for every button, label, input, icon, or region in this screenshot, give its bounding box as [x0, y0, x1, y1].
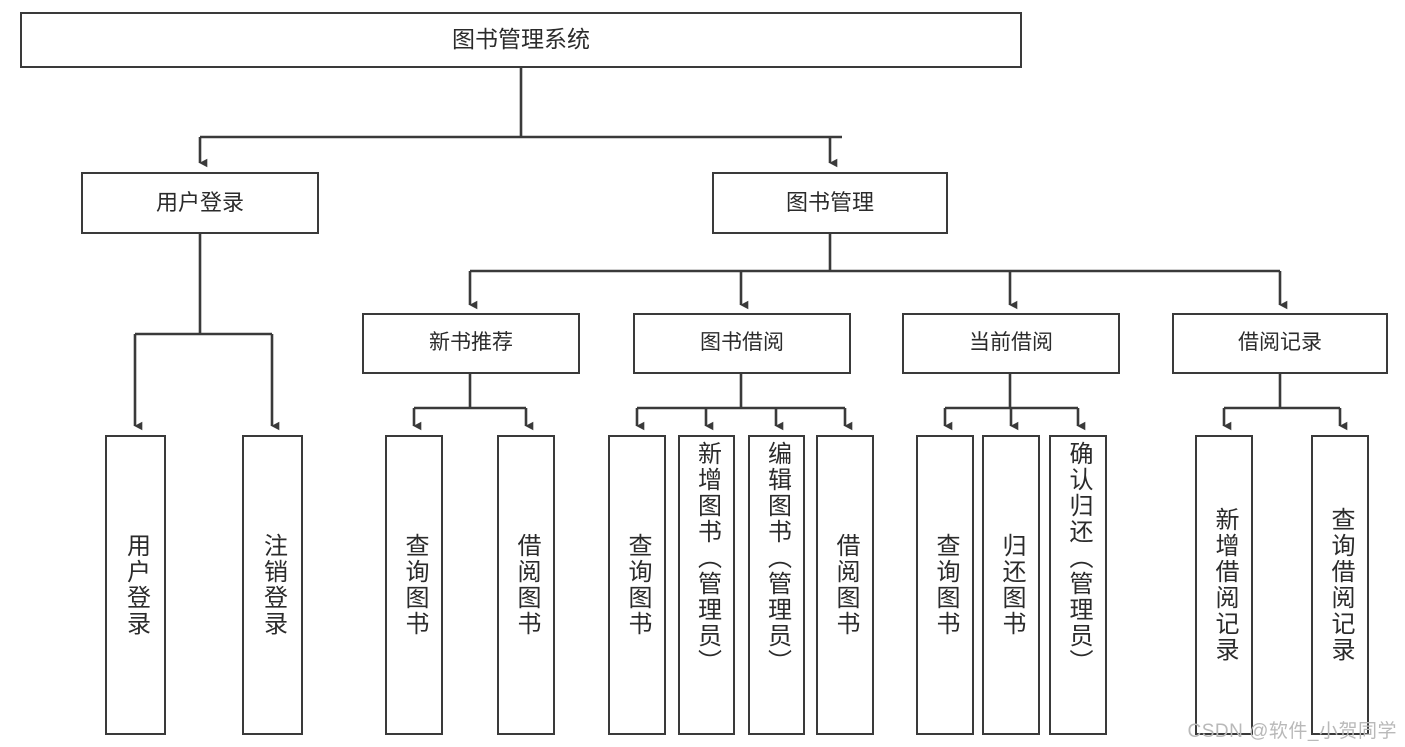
leaf-user-login-signin[interactable]: 用户登录 — [105, 435, 166, 735]
leaf-label-borrow-add-book: 新增图书（管理员） — [693, 441, 721, 675]
node-label-book-management: 图书管理 — [785, 190, 874, 216]
leaf-current-query-book[interactable]: 查询图书 — [916, 435, 974, 735]
leaf-label-recommend-borrow-book: 借阅图书 — [513, 533, 540, 637]
leaf-label-current-query-book: 查询图书 — [932, 533, 959, 637]
node-label-root: 图书管理系统 — [452, 26, 590, 53]
node-new-book-recommend[interactable]: 新书推荐 — [362, 313, 580, 374]
node-user-login[interactable]: 用户登录 — [81, 172, 319, 234]
node-borrow-record[interactable]: 借阅记录 — [1172, 313, 1388, 374]
leaf-borrow-borrow-book[interactable]: 借阅图书 — [816, 435, 874, 735]
leaf-borrow-edit-book[interactable]: 编辑图书（管理员） — [748, 435, 805, 735]
leaf-current-confirm-return[interactable]: 确认归还（管理员） — [1049, 435, 1107, 735]
node-label-book-borrow: 图书借阅 — [700, 331, 784, 355]
leaf-label-recommend-query-book: 查询图书 — [401, 533, 428, 637]
node-root-system[interactable]: 图书管理系统 — [20, 12, 1022, 68]
leaf-label-borrow-query-book: 查询图书 — [624, 533, 651, 637]
node-label-new-book-recommend: 新书推荐 — [429, 331, 513, 355]
node-book-borrow[interactable]: 图书借阅 — [633, 313, 851, 374]
leaf-recommend-query-book[interactable]: 查询图书 — [385, 435, 443, 735]
leaf-label-borrow-edit-book: 编辑图书（管理员） — [763, 441, 791, 675]
leaf-label-signin: 用户登录 — [122, 533, 150, 637]
leaf-borrow-query-book[interactable]: 查询图书 — [608, 435, 666, 735]
leaf-label-record-add-record: 新增借阅记录 — [1211, 507, 1238, 663]
leaf-recommend-borrow-book[interactable]: 借阅图书 — [497, 435, 555, 735]
leaf-current-return-book[interactable]: 归还图书 — [982, 435, 1040, 735]
leaf-label-signout: 注销登录 — [259, 533, 287, 637]
node-book-management[interactable]: 图书管理 — [712, 172, 948, 234]
leaf-record-query-record[interactable]: 查询借阅记录 — [1311, 435, 1369, 735]
leaf-borrow-add-book[interactable]: 新增图书（管理员） — [678, 435, 735, 735]
leaf-label-current-confirm-return: 确认归还（管理员） — [1065, 441, 1092, 675]
leaf-label-current-return-book: 归还图书 — [998, 533, 1025, 637]
node-label-current-borrow: 当前借阅 — [969, 331, 1053, 355]
node-current-borrow[interactable]: 当前借阅 — [902, 313, 1120, 374]
leaf-label-record-query-record: 查询借阅记录 — [1327, 507, 1354, 663]
node-label-borrow-record: 借阅记录 — [1238, 331, 1322, 355]
leaf-label-borrow-borrow-book: 借阅图书 — [832, 533, 859, 637]
leaf-record-add-record[interactable]: 新增借阅记录 — [1195, 435, 1253, 735]
node-label-user-login: 用户登录 — [155, 190, 244, 216]
leaf-user-login-signout[interactable]: 注销登录 — [242, 435, 303, 735]
